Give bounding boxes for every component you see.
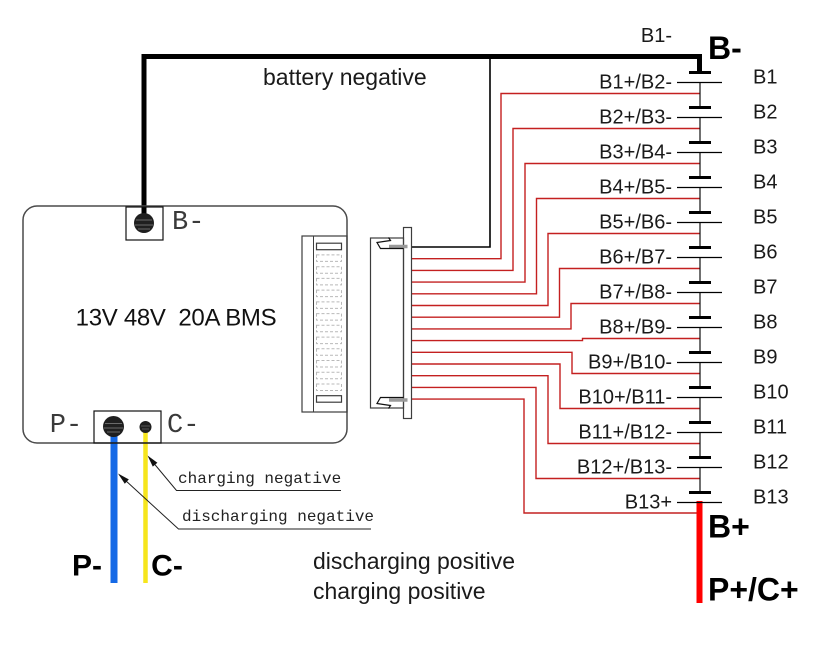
arrowhead [147, 455, 158, 467]
c-minus-terminal [139, 421, 152, 433]
sense-wire-b5 [411, 232, 700, 307]
arrowhead [118, 473, 129, 484]
junction-label: B9+/B10- [588, 352, 672, 374]
plug-latch-bottom [376, 396, 404, 409]
c-minus-terminal-label: C- [167, 411, 199, 441]
sense-wire-b4 [411, 197, 700, 295]
charging-negative-label: charging negative [178, 470, 341, 488]
cell-label: B3 [753, 137, 777, 159]
junction-label: B4+/B5- [599, 177, 672, 199]
socket-slot [316, 371, 342, 380]
b-minus-terminal-pad [125, 206, 164, 241]
socket-slot [316, 360, 342, 368]
charging-negative-callout: charging negative [147, 455, 341, 491]
terminal-hatch [135, 219, 153, 230]
balance-socket [301, 235, 348, 413]
cell-label: B9 [753, 347, 777, 369]
sense-wire-b7 [411, 302, 700, 330]
socket-slot [316, 336, 342, 345]
discharging-negative-label: discharging negative [182, 508, 374, 526]
plug-latch-top [376, 237, 404, 250]
terminal-hatch [104, 423, 123, 433]
cell-positive-plates [677, 81, 722, 504]
cell-label: B13 [753, 487, 789, 509]
sense-wire-b6 [411, 267, 700, 318]
cell-label: B11 [753, 417, 787, 439]
junction-label: B1+/B2- [599, 72, 672, 94]
cell-label: B5 [753, 207, 777, 229]
plug-body [369, 237, 405, 409]
battery-negative-wire [141, 54, 702, 222]
cell-label: B7 [753, 277, 777, 299]
socket-slot [315, 395, 343, 403]
junction-label: B5+/B6- [599, 212, 672, 234]
p-minus-terminal-label: P- [50, 411, 82, 441]
bms-board: 13V 48V 20A BMS B- P- C- [22, 205, 348, 444]
sense-wire-b9 [411, 351, 700, 375]
cell-label: B10 [753, 382, 789, 404]
c-minus-bold-label: C- [151, 550, 183, 583]
socket-slot [316, 383, 342, 391]
sense-wire-b10 [411, 363, 700, 410]
charging-positive-label: charging positive [313, 578, 486, 604]
b1-minus-sense-wire [411, 56, 491, 248]
battery-string [677, 71, 722, 504]
terminal-hatch [141, 425, 150, 430]
socket-outline [301, 235, 348, 413]
socket-slot [316, 254, 342, 262]
junction-label: B7+/B8- [599, 282, 672, 304]
socket-slot [316, 301, 342, 309]
socket-slot [316, 289, 342, 298]
cell-label: B2 [753, 102, 777, 124]
socket-slot [316, 313, 342, 321]
sense-label-b1-minus: B1- [641, 25, 672, 47]
junction-label: B11+/B12- [578, 422, 672, 444]
battery-negative-label: battery negative [263, 64, 427, 90]
junction-label: B2+/B3- [599, 107, 672, 129]
socket-slot [316, 277, 342, 286]
cell-label: B12 [753, 452, 789, 474]
b-minus-terminal-label: B- [172, 208, 204, 238]
sense-wire-b3 [411, 162, 700, 283]
balance-plug [369, 226, 413, 420]
pack-p-plus-c-plus-label: P+/C+ [708, 572, 799, 608]
cell-label: B6 [753, 242, 777, 264]
board-title: 13V 48V 20A BMS [76, 305, 277, 332]
cell-label: B4 [753, 172, 777, 194]
cell-label: B8 [753, 312, 777, 334]
pc-terminal-pad [93, 410, 162, 444]
leader-line [148, 457, 341, 491]
junction-label: B3+/B4- [599, 142, 672, 164]
p-minus-terminal [103, 416, 124, 437]
sense-wire-b13 [411, 398, 700, 514]
cell-negative-plates [689, 71, 711, 494]
socket-slot [316, 348, 342, 356]
sense-label-b13-plus: B13+ [625, 492, 672, 514]
cell-label: B1 [753, 67, 777, 89]
socket-slot [315, 242, 343, 251]
sense-wire-b2 [411, 127, 700, 272]
socket-slot [316, 324, 342, 333]
plug-pin-bar [402, 226, 413, 420]
discharging-positive-label: discharging positive [313, 548, 515, 574]
junction-label: B6+/B7- [599, 247, 672, 269]
junction-label: B12+/B13- [577, 457, 672, 479]
sense-wire-b12 [411, 386, 700, 480]
sense-wire-b11 [411, 375, 700, 445]
sense-wire-b1 [411, 92, 700, 260]
pack-b-minus-label: B- [708, 30, 742, 66]
b-minus-terminal [134, 213, 154, 233]
leader-line [119, 474, 371, 530]
sense-wire-b8 [411, 337, 700, 342]
junction-label: B8+/B9- [599, 317, 672, 339]
discharging-negative-callout: discharging negative [118, 473, 374, 530]
pack-b-plus-label: B+ [708, 509, 750, 545]
p-minus-bold-label: P- [72, 550, 102, 583]
junction-label: B10+/B11- [578, 387, 672, 409]
socket-slot [316, 266, 342, 274]
